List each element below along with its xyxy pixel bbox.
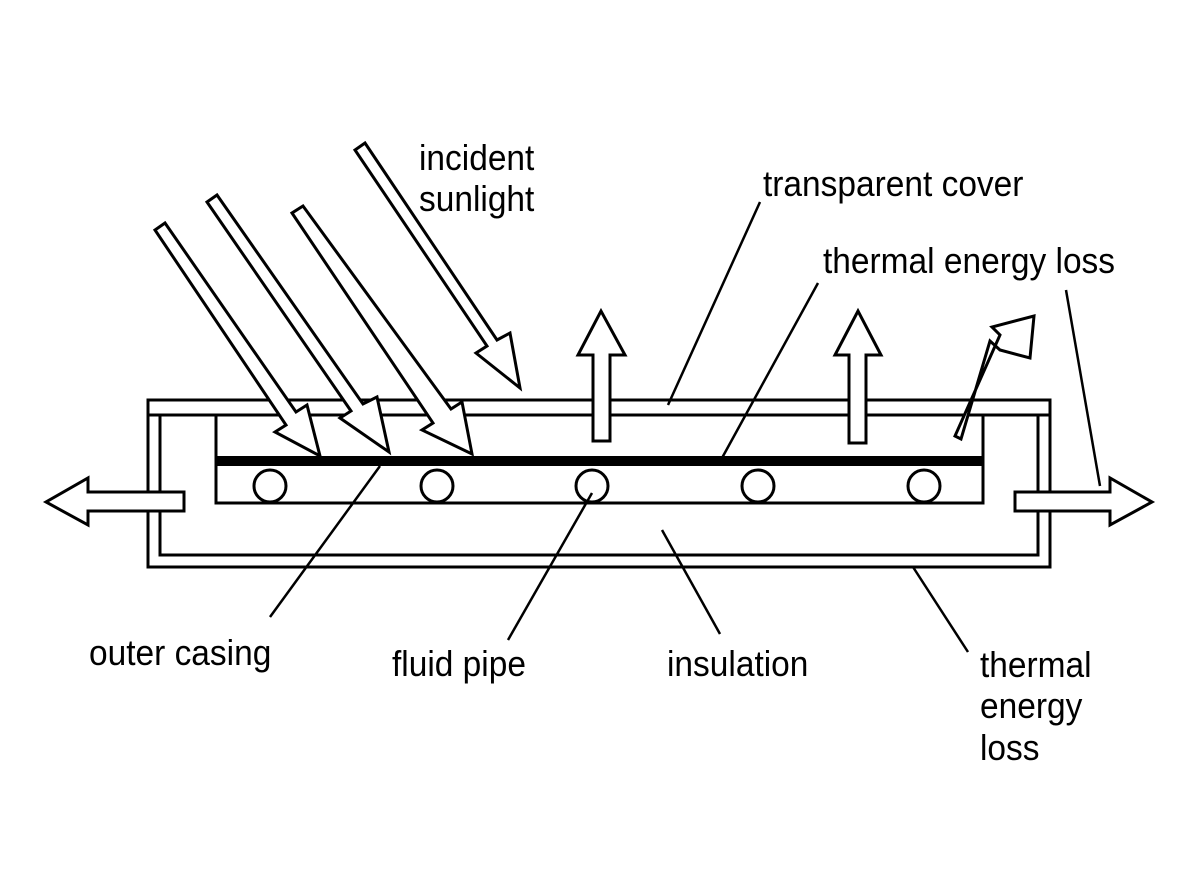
label-thermal: thermal	[980, 646, 1092, 685]
thermal-loss-arrows	[42, 307, 1156, 528]
outer-casing-inner-outline	[158, 415, 1040, 557]
label-energy: energy	[980, 687, 1083, 726]
label-loss: loss	[980, 729, 1040, 768]
sunlight-arrow-icon	[289, 203, 475, 457]
label-fluid-pipe: fluid pipe	[392, 645, 526, 684]
fluid-pipe-leader	[506, 492, 594, 641]
thermal-loss-top-leader	[720, 282, 820, 459]
thermal-loss-bottom-leader	[911, 566, 970, 653]
thermal-loss-top-leader-right	[1064, 289, 1102, 487]
fluid-pipe-circle	[740, 468, 776, 504]
label-outer-casing: outer casing	[89, 634, 271, 673]
fluid-pipe-circle	[574, 468, 610, 504]
label-incident: incident	[419, 139, 535, 178]
absorber-plate	[216, 456, 983, 466]
up-arrow-icon	[575, 307, 628, 443]
sunlight-arrow-icon	[152, 220, 323, 459]
label-thermal-energy-loss-top: thermal energy loss	[823, 242, 1115, 281]
sunlight-arrow-icon	[204, 192, 392, 456]
right-arrow-icon	[1013, 475, 1156, 528]
fluid-pipe-circle	[252, 468, 288, 504]
left-arrow-icon	[42, 475, 186, 528]
collector-body	[146, 398, 1052, 569]
labels: incident sunlight transparent cover ther…	[89, 139, 1115, 768]
label-transparent-cover: transparent cover	[763, 165, 1023, 204]
sunlight-arrows	[152, 140, 523, 459]
insulation-leader	[660, 529, 722, 635]
label-insulation: insulation	[667, 645, 808, 684]
outer-casing-leader	[268, 465, 382, 618]
up-arrow-icon	[832, 307, 884, 445]
sunlight-arrow-icon	[352, 140, 523, 392]
leader-lines	[268, 201, 1102, 653]
transparent-cover-leader	[666, 201, 762, 406]
diagonal-loss-arrow-icon	[953, 314, 1036, 442]
fluid-pipe-circle	[906, 468, 942, 504]
label-sunlight: sunlight	[419, 180, 535, 219]
fluid-pipe-circle	[419, 468, 455, 504]
